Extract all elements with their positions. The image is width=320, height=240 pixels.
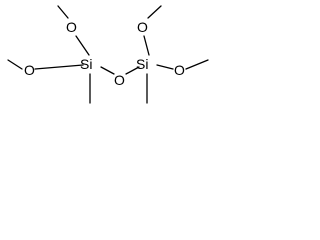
bond-si-left-o-bridge xyxy=(100,66,115,75)
bond-methyl-top-left xyxy=(57,5,69,19)
bond-otr-si-right xyxy=(143,35,150,56)
atom-si-right: Si xyxy=(136,56,148,72)
bond-oml-si-left xyxy=(34,64,84,70)
bond-otl-si-left xyxy=(75,35,90,56)
atom-o-top-left: O xyxy=(66,19,77,35)
bond-methyl-top-right xyxy=(147,5,162,19)
bond-o-bridge-si-right xyxy=(125,66,140,75)
structure-canvas: O O Si O Si O O xyxy=(0,0,216,108)
atom-o-top-right: O xyxy=(137,19,148,35)
atom-si-left: Si xyxy=(80,56,92,72)
bond-methyl-mid-left xyxy=(7,59,23,70)
structural-formula-diagram: O O Si O Si O O xyxy=(7,5,209,104)
atom-o-mid-left: O xyxy=(24,62,35,78)
bond-si-right-omr xyxy=(156,64,174,70)
bond-methyl-mid-right xyxy=(185,59,209,70)
atom-o-mid-right: O xyxy=(174,62,185,78)
atom-o-bridge: O xyxy=(114,72,125,88)
